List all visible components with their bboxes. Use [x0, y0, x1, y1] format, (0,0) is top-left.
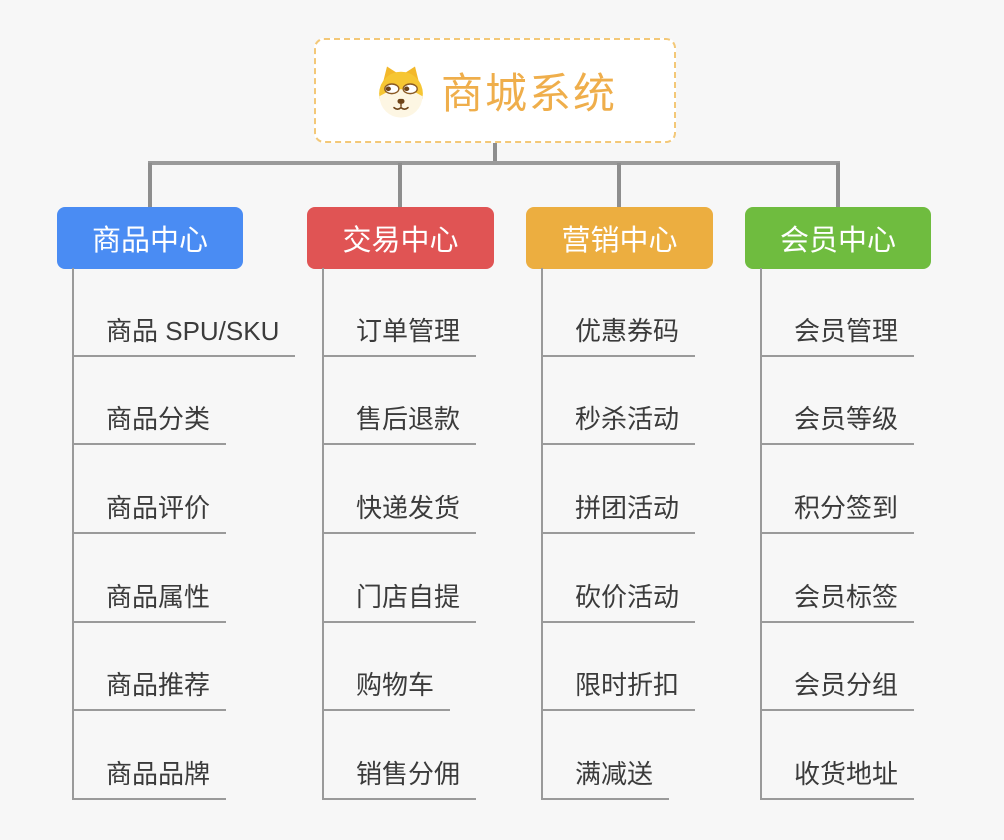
- leaf-node-shipping-address[interactable]: 收货地址: [762, 754, 915, 801]
- leaf-node-member-group[interactable]: 会员分组: [762, 665, 915, 712]
- leaf-column-trade-center: 订单管理 售后退款 快递发货 门店自提 购物车 销售分佣: [322, 268, 562, 801]
- leaf-node-express-shipping[interactable]: 快递发货: [324, 488, 477, 535]
- leaf-node-store-pickup[interactable]: 门店自提: [324, 577, 477, 623]
- leaf-node-member-level[interactable]: 会员等级: [762, 399, 915, 446]
- leaf-row: 销售分佣: [324, 711, 562, 801]
- leaf-row: 秒杀活动: [543, 357, 781, 446]
- root-node-mall-system[interactable]: 商城系统: [314, 38, 676, 143]
- leaf-row: 会员等级: [762, 357, 1000, 446]
- branch-node-marketing-center[interactable]: 营销中心: [526, 207, 713, 269]
- leaf-row: 商品推荐: [74, 623, 312, 712]
- leaf-row: 会员管理: [762, 268, 1000, 357]
- leaf-row: 满减送: [543, 711, 781, 801]
- leaf-node-group-buy[interactable]: 拼团活动: [543, 488, 696, 535]
- leaf-node-product-brand[interactable]: 商品品牌: [74, 754, 227, 801]
- leaf-node-product-spu-sku[interactable]: 商品 SPU/SKU: [74, 311, 296, 357]
- leaf-row: 售后退款: [324, 357, 562, 446]
- connector-root-drop: [493, 143, 497, 163]
- leaf-node-bargain-activity[interactable]: 砍价活动: [543, 577, 696, 623]
- leaf-node-product-category[interactable]: 商品分类: [74, 399, 227, 446]
- leaf-row: 订单管理: [324, 268, 562, 357]
- leaf-row: 砍价活动: [543, 534, 781, 623]
- leaf-row: 会员分组: [762, 623, 1000, 712]
- leaf-row: 商品分类: [74, 357, 312, 446]
- leaf-row: 商品属性: [74, 534, 312, 623]
- connector-bus: [148, 161, 840, 165]
- leaf-node-sales-commission[interactable]: 销售分佣: [324, 754, 477, 801]
- leaf-row: 商品品牌: [74, 711, 312, 801]
- leaf-row: 积分签到: [762, 445, 1000, 535]
- connector-drop-marketing: [617, 163, 621, 209]
- leaf-node-points-checkin[interactable]: 积分签到: [762, 488, 915, 535]
- leaf-node-flash-sale[interactable]: 秒杀活动: [543, 399, 696, 446]
- dog-mascot-icon: [379, 66, 423, 118]
- leaf-node-product-attribute[interactable]: 商品属性: [74, 577, 227, 623]
- leaf-row: 快递发货: [324, 445, 562, 535]
- leaf-node-member-tag[interactable]: 会员标签: [762, 577, 915, 623]
- leaf-node-product-recommend[interactable]: 商品推荐: [74, 665, 227, 712]
- leaf-node-coupon-code[interactable]: 优惠券码: [543, 311, 696, 357]
- leaf-node-member-management[interactable]: 会员管理: [762, 311, 915, 357]
- leaf-column-member-center: 会员管理 会员等级 积分签到 会员标签 会员分组 收货地址: [760, 268, 1000, 801]
- branch-node-member-center[interactable]: 会员中心: [745, 207, 931, 269]
- leaf-column-marketing-center: 优惠券码 秒杀活动 拼团活动 砍价活动 限时折扣 满减送: [541, 268, 781, 801]
- leaf-row: 门店自提: [324, 534, 562, 623]
- root-title: 商城系统: [440, 70, 617, 117]
- leaf-row: 商品 SPU/SKU: [74, 268, 312, 357]
- leaf-node-shopping-cart[interactable]: 购物车: [324, 665, 451, 712]
- leaf-node-after-sale-refund[interactable]: 售后退款: [324, 399, 477, 446]
- connector-drop-products: [148, 163, 152, 209]
- leaf-row: 限时折扣: [543, 623, 781, 712]
- branch-node-product-center[interactable]: 商品中心: [57, 207, 243, 269]
- leaf-row: 会员标签: [762, 534, 1000, 623]
- leaf-node-product-review[interactable]: 商品评价: [74, 488, 227, 535]
- leaf-row: 商品评价: [74, 445, 312, 535]
- leaf-node-order-management[interactable]: 订单管理: [324, 311, 477, 357]
- leaf-node-full-reduction[interactable]: 满减送: [543, 754, 670, 801]
- leaf-row: 收货地址: [762, 711, 1000, 801]
- leaf-column-product-center: 商品 SPU/SKU 商品分类 商品评价 商品属性 商品推荐 商品品牌: [72, 268, 312, 801]
- leaf-row: 拼团活动: [543, 445, 781, 535]
- connector-drop-trade: [398, 163, 402, 209]
- leaf-row: 优惠券码: [543, 268, 781, 357]
- leaf-node-limited-time-discount[interactable]: 限时折扣: [543, 665, 696, 712]
- connector-drop-members: [836, 163, 840, 209]
- leaf-row: 购物车: [324, 623, 562, 712]
- branch-node-trade-center[interactable]: 交易中心: [307, 207, 494, 269]
